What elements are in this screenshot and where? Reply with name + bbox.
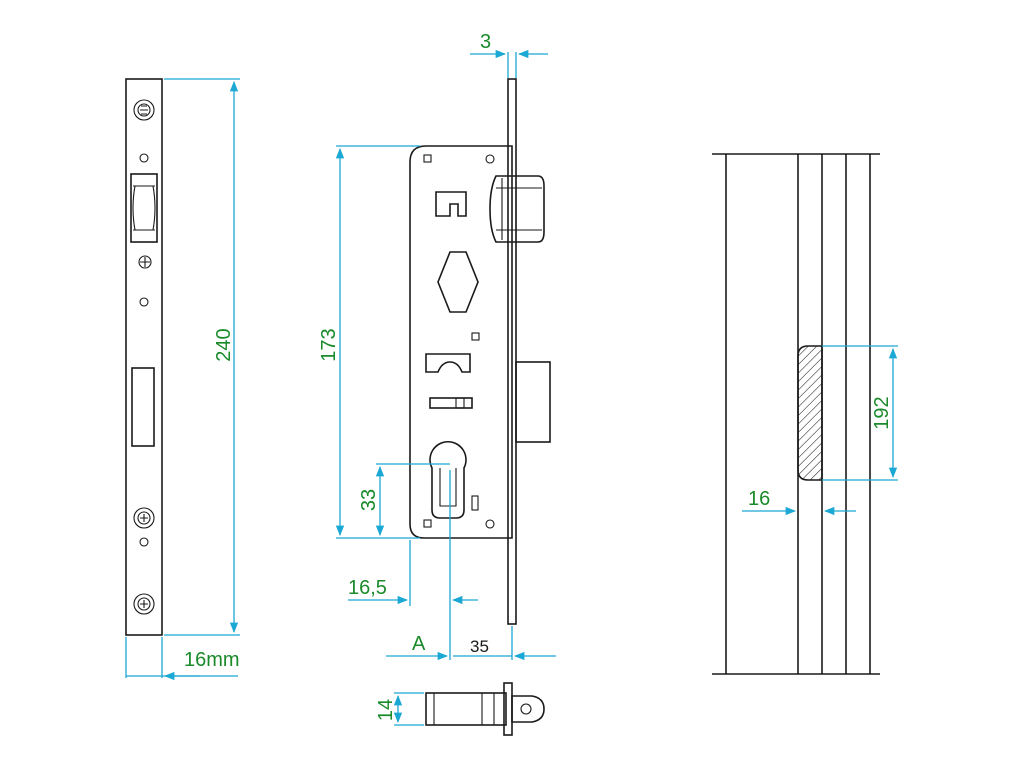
rivet-bottom-right [485, 519, 495, 529]
faceplate-hole-2 [139, 297, 149, 307]
deadbolt [515, 361, 551, 443]
side-faceplate [507, 78, 517, 625]
dim-label-16-5: 16,5 [348, 577, 387, 599]
mortise-pocket [797, 345, 823, 481]
faceplate-screw-center [138, 255, 152, 269]
faceplate-outline [125, 78, 163, 636]
dim-faceplate-thickness: 3 [470, 31, 548, 78]
dim-label-A: A [412, 633, 426, 655]
dim-mortise-width: 16 [742, 488, 856, 516]
dim-bolt-thickness: 14 [375, 692, 424, 726]
dim-label-173: 173 [318, 328, 340, 361]
rivet-middle [471, 332, 480, 341]
dim-label-240: 240 [213, 328, 235, 361]
middle-cutout [425, 353, 471, 373]
dim-label-14: 14 [375, 699, 397, 721]
rivet-bottom-left [423, 519, 432, 528]
faceplate-hole-1 [139, 153, 149, 163]
faceplate-screw-lower [133, 507, 155, 529]
dim-backset: A 35 [386, 626, 556, 661]
faceplate-bolt-slot [131, 367, 155, 447]
faceplate-front-view [125, 78, 163, 636]
door-profile-view [712, 153, 880, 675]
dim-label-35: 35 [470, 637, 489, 656]
dim-label-33: 33 [358, 489, 380, 511]
case-body [409, 145, 513, 539]
dim-case-height: 173 [318, 145, 420, 539]
latch-bolt [489, 175, 545, 243]
dim-cylinder-offset: 16,5 [348, 470, 478, 660]
lock-case-side-view [409, 78, 551, 625]
dim-label-192: 192 [871, 396, 893, 429]
upper-cutout [435, 191, 467, 217]
dim-cylinder-center: 33 [358, 463, 450, 537]
spindle-hole [437, 251, 479, 313]
faceplate-screw-bottom [133, 593, 155, 615]
rivet-top-right [485, 154, 495, 164]
faceplate-screw-top [133, 99, 155, 121]
cylinder-slot [471, 495, 479, 511]
bolt-head-pin [520, 703, 532, 715]
dim-faceplate-height: 240 [164, 78, 240, 636]
bolt-head [511, 695, 545, 723]
dim-label-16mm: 16mm [184, 649, 240, 671]
dim-faceplate-width: 16mm [125, 637, 240, 681]
rivet-top-left [423, 154, 432, 163]
bolt-body [425, 692, 507, 726]
cylinder-profile [429, 441, 467, 519]
dim-label-3: 3 [480, 31, 491, 53]
dim-label-16: 16 [748, 488, 770, 510]
cylinder-inner [439, 468, 457, 507]
faceplate-latch [130, 173, 158, 243]
faceplate-hole-3 [139, 537, 149, 547]
dim-mortise-height: 192 [822, 345, 898, 481]
lower-slot [429, 397, 473, 409]
bolt-top-view [425, 682, 545, 736]
